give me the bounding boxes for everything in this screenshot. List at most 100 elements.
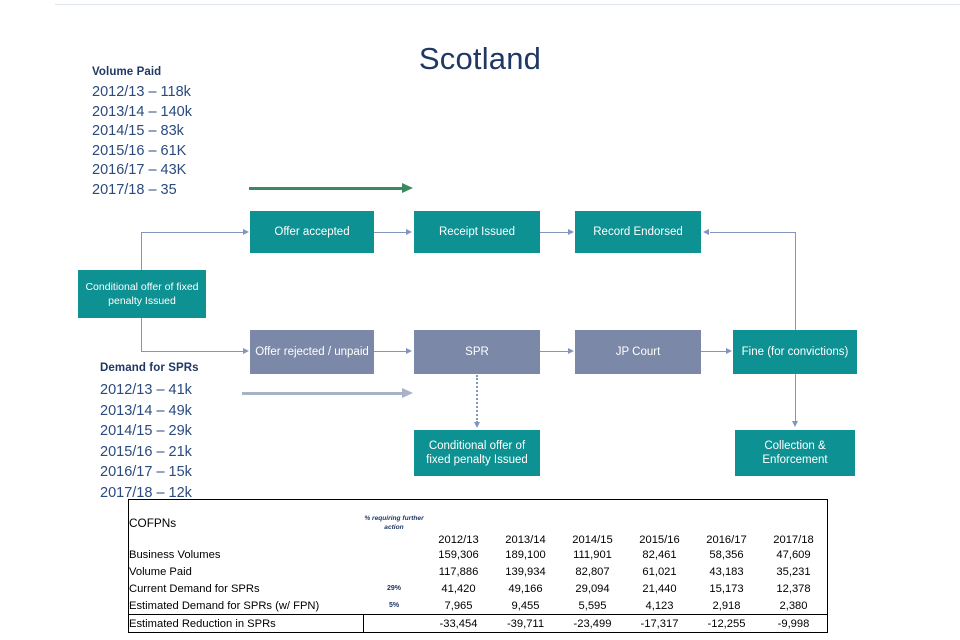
node-label: Offer rejected / unpaid [255,346,369,358]
row-value: 29,094 [575,582,610,595]
row-value: 2,918 [712,599,741,612]
connector-left-to-offer-accepted [141,232,244,233]
volume-paid-line: 2017/18 – 35 [92,181,177,198]
table-corner-header: COFPNs [129,516,177,530]
demand-for-sprs-line: 2012/13 – 41k [100,382,192,398]
row-value: -12,255 [693,614,760,632]
node-collection-and-enforcement[interactable]: Collection & Enforcement [735,430,855,476]
connector-left-to-offer-rejected [141,351,244,352]
node-label: Fine (for convictions) [741,346,849,358]
row-label: Volume Paid [129,565,192,578]
cofpns-data-table: COFPNs % requiring further action 2012/1… [128,499,828,633]
connector-back-to-record-endorsed [710,232,795,233]
arrowhead-to-offer-accepted-icon [243,228,249,235]
top-divider-rule [55,4,960,5]
demand-for-sprs-heading: Demand for SPRs [100,362,199,374]
node-label: Record Endorsed [593,226,683,238]
row-value: 2,380 [779,599,808,612]
table-row: Business Volumes 159,306 189,100 111,901… [129,546,827,563]
connector-jp-court-to-fine [701,351,727,352]
connector-spr-to-conditional-offer-dotted [476,375,478,423]
page-title: Scotland [418,41,542,76]
node-record-endorsed[interactable]: Record Endorsed [575,211,701,253]
arrowhead-to-spr-icon [406,347,412,354]
row-pct [363,563,425,580]
node-conditional-offer-fixed-penalty[interactable]: Conditional offer of fixed penalty Issue… [78,270,206,318]
row-value: 41,420 [441,582,476,595]
connector-offer-accepted-to-receipt [374,232,407,233]
green-trend-arrow-icon [249,183,414,193]
volume-paid-line: 2012/13 – 118k [92,84,191,100]
row-value: 12,378 [776,582,811,595]
table-pct-header: % requiring further action [364,515,424,531]
demand-for-sprs-line: 2013/14 – 49k [100,402,192,419]
row-value: 58,356 [709,548,744,561]
table-year-header: 2014/15 [572,534,613,546]
node-label: Conditional offer of fixed penalty Issue… [426,440,528,466]
row-pct [363,614,425,632]
node-offer-accepted[interactable]: Offer accepted [250,211,374,253]
node-label: Collection & Enforcement [762,440,828,466]
table-year-header: 2017/18 [773,534,814,546]
arrowhead-to-collection-icon [791,421,798,427]
connector-spr-to-jp-court [540,351,569,352]
node-spr[interactable]: SPR [414,330,540,374]
row-value: 4,123 [645,599,674,612]
connector-left-up [141,232,142,294]
row-value: 61,021 [642,565,677,578]
row-value: 7,965 [444,599,473,612]
node-receipt-issued[interactable]: Receipt Issued [414,211,540,253]
node-label: JP Court [615,346,661,358]
row-value: -17,317 [626,614,693,632]
volume-paid-stats: Volume Paid 2012/13 – 118k 2013/14 – 140… [92,66,192,201]
row-value: 139,934 [505,565,546,578]
arrowhead-to-fine-icon [726,347,732,354]
row-value: 5,595 [578,599,607,612]
grey-trend-arrow-icon [242,388,414,398]
node-label: Offer accepted [274,226,350,238]
demand-for-sprs-line: 2017/18 – 12k [100,484,192,501]
connector-fine-to-collection [795,374,796,422]
row-value: 9,455 [511,599,540,612]
demand-for-sprs-line: 2016/17 – 15k [100,464,192,481]
row-value: 21,440 [642,582,677,595]
row-value: 15,173 [709,582,744,595]
table-header-row: COFPNs % requiring further action 2012/1… [129,500,827,546]
node-conditional-offer-fixed-penalty-2[interactable]: Conditional offer of fixed penalty Issue… [414,430,540,476]
row-value: -33,454 [425,614,492,632]
arrowhead-to-record-endorsed-return-icon [703,228,709,235]
row-value: 43,183 [709,565,744,578]
row-pct: 5% [388,602,400,609]
row-value: 49,166 [508,582,543,595]
row-value: -23,499 [559,614,626,632]
arrowhead-to-receipt-issued-icon [406,228,412,235]
table-year-header: 2016/17 [706,534,747,546]
arrowhead-to-conditional-offer-2-icon [473,422,480,428]
volume-paid-line: 2016/17 – 43K [92,162,187,179]
connector-fine-up [795,232,796,330]
row-label: Current Demand for SPRs [129,582,260,595]
table-year-header: 2015/16 [639,534,680,546]
volume-paid-line: 2015/16 – 61K [92,142,187,159]
row-pct [363,546,425,563]
arrowhead-to-jp-court-icon [568,347,574,354]
demand-for-sprs-stats: Demand for SPRs 2012/13 – 41k 2013/14 – … [100,362,199,504]
table-year-header: 2013/14 [505,534,546,546]
demand-for-sprs-line: 2015/16 – 21k [100,443,192,460]
node-label: Conditional offer of fixed penalty Issue… [85,281,199,307]
row-value: 82,461 [642,548,677,561]
row-value: 159,306 [438,548,479,561]
arrowhead-to-record-endorsed-icon [568,228,574,235]
row-pct: 29% [386,585,401,592]
row-value: 82,807 [575,565,610,578]
connector-receipt-to-record [540,232,569,233]
node-label: SPR [465,346,489,358]
node-jp-court[interactable]: JP Court [575,330,701,374]
volume-paid-line: 2014/15 – 83k [92,123,184,140]
table-row: Current Demand for SPRs 29% 41,420 49,16… [129,580,827,597]
table-row: Volume Paid 117,886 139,934 82,807 61,02… [129,563,827,580]
node-offer-rejected-unpaid[interactable]: Offer rejected / unpaid [250,330,374,374]
table-year-header: 2012/13 [438,534,479,546]
node-fine-for-convictions[interactable]: Fine (for convictions) [733,330,857,374]
row-label: Estimated Demand for SPRs (w/ FPN) [129,599,320,612]
